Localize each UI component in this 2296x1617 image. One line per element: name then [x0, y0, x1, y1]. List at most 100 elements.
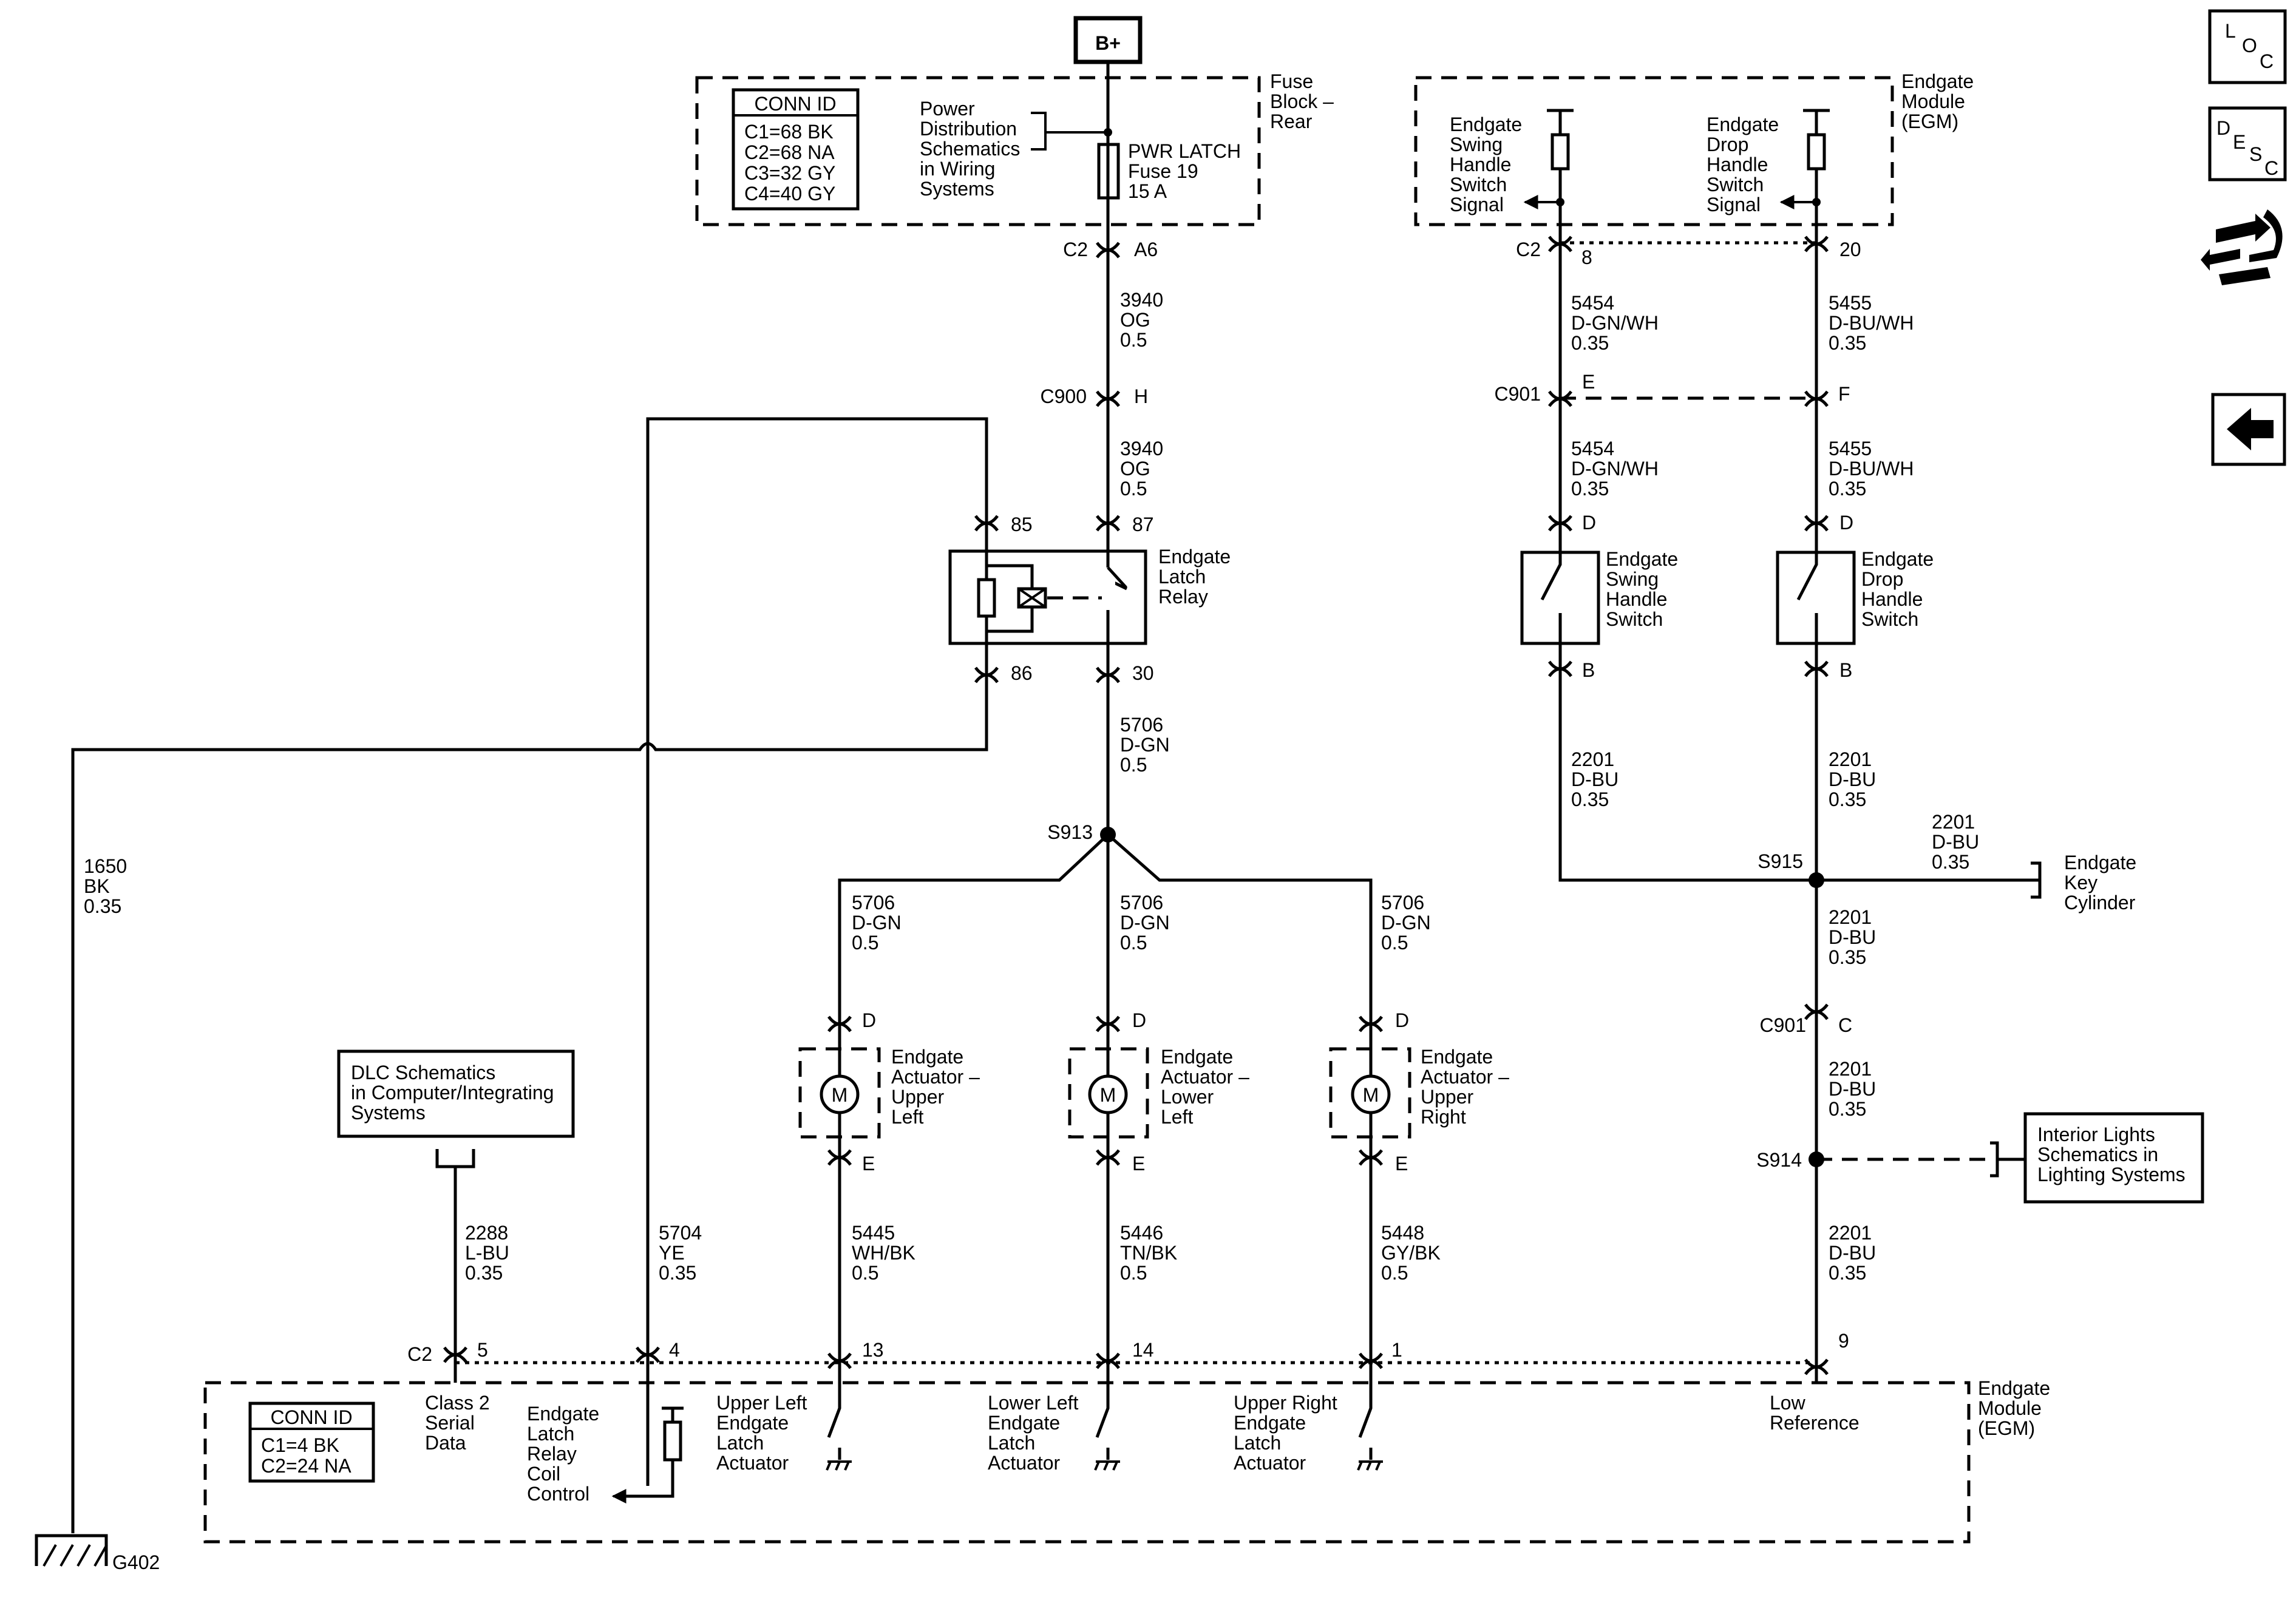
egm-conn-id-title: CONN ID	[270, 1406, 352, 1428]
svg-text:C2=68 NA: C2=68 NA	[744, 141, 835, 163]
interior-lights-reference-text: Interior Lights Schematics in Lighting S…	[2037, 1124, 2186, 1185]
svg-text:DLC Schematics: DLC Schematics	[351, 1062, 495, 1083]
actuator-upper-left: M Endgate Actuator – Upper Left D E	[798, 1009, 980, 1175]
fuse-conn-id-title: CONN ID	[754, 93, 836, 115]
wire-3940-label-a: 3940 OG 0.5	[1120, 289, 1163, 351]
svg-text:Endgate: Endgate	[1450, 114, 1522, 135]
actuator-upper-right: M Endgate Actuator – Upper Right D E	[1329, 1009, 1509, 1175]
connector-cup	[636, 1346, 660, 1363]
svg-text:Fuse 19: Fuse 19	[1128, 160, 1198, 182]
svg-text:Systems: Systems	[920, 178, 994, 200]
actuator-lower-left: M Endgate Actuator – Lower Left D E	[1068, 1009, 1249, 1175]
wire-2201-key-label: 2201 D-BU 0.35	[1932, 811, 1979, 873]
svg-text:5454: 5454	[1571, 292, 1614, 314]
desc-button[interactable]: D E S C	[2208, 106, 2287, 181]
svg-text:Block –: Block –	[1270, 90, 1334, 112]
wire-5706-mid-label: 5706 D-GN 0.5	[1120, 892, 1170, 954]
svg-text:Lighting Systems: Lighting Systems	[2037, 1164, 2186, 1185]
bottom-egm-title: Endgate Module (EGM)	[1978, 1377, 2050, 1439]
svg-text:E: E	[862, 1153, 875, 1175]
svg-text:0.5: 0.5	[1120, 1262, 1147, 1284]
connector-cup	[827, 1149, 852, 1166]
svg-text:Endgate: Endgate	[527, 1403, 599, 1425]
svg-text:GY/BK: GY/BK	[1381, 1242, 1441, 1264]
pds-reference: Power Distribution Schematics in Wiring …	[920, 98, 1020, 200]
svg-text:Lower: Lower	[1161, 1086, 1214, 1108]
fuse-block-title: Fuse Block – Rear	[1270, 70, 1334, 132]
svg-text:Cylinder: Cylinder	[2064, 892, 2136, 914]
wire-5706-right-label: 5706 D-GN 0.5	[1381, 892, 1431, 954]
wire-5455-label-a: 5455 D-BU/WH 0.35	[1829, 292, 1914, 354]
swing-signal-label: Endgate Swing Handle Switch Signal	[1450, 114, 1522, 215]
svg-text:Systems: Systems	[351, 1102, 426, 1124]
svg-text:C2=24 NA: C2=24 NA	[261, 1455, 352, 1477]
svg-text:Actuator –: Actuator –	[1421, 1066, 1509, 1088]
connector-cup	[1804, 1358, 1829, 1375]
svg-text:M: M	[832, 1084, 848, 1106]
wire-2201-a-label: 2201 D-BU 0.35	[1829, 906, 1876, 968]
wire-5445-label: 5445 WH/BK 0.5	[852, 1222, 915, 1284]
bplus-label: B+	[1095, 32, 1121, 54]
connector-cups	[443, 236, 1829, 1375]
wire-2201-swing-label: 2201 D-BU 0.35	[1571, 748, 1618, 810]
svg-text:3940: 3940	[1120, 289, 1163, 311]
connector-cup	[1096, 390, 1120, 407]
wire-2288	[435, 1149, 475, 1366]
svg-text:0.5: 0.5	[1120, 478, 1147, 500]
loc-icon-l: L	[2225, 20, 2236, 42]
wire-1650-label: 1650 BK 0.35	[84, 855, 127, 917]
svg-text:D: D	[1582, 512, 1596, 534]
svg-text:Low: Low	[1770, 1392, 1806, 1414]
connector-cup	[1096, 1352, 1120, 1369]
svg-text:0.35: 0.35	[1571, 332, 1609, 354]
svg-text:F: F	[1838, 383, 1850, 405]
svg-text:Coil: Coil	[527, 1463, 560, 1485]
connector-cup	[974, 515, 999, 532]
svg-text:Endgate: Endgate	[1606, 548, 1678, 570]
svg-text:D-GN/WH: D-GN/WH	[1571, 312, 1659, 334]
svg-text:C: C	[1838, 1014, 1852, 1036]
svg-text:B: B	[1839, 659, 1852, 681]
svg-text:0.35: 0.35	[1829, 478, 1866, 500]
wire-5454-label-b: 5454 D-GN/WH 0.35	[1571, 438, 1659, 500]
loc-icon-o: O	[2242, 35, 2257, 56]
back-arrow-button[interactable]	[2211, 393, 2286, 466]
svg-text:Fuse: Fuse	[1270, 70, 1313, 92]
svg-text:85: 85	[1011, 514, 1033, 535]
svg-text:1650: 1650	[84, 855, 127, 877]
svg-text:Endgate: Endgate	[1901, 70, 1974, 92]
svg-text:2201: 2201	[1829, 1058, 1872, 1080]
svg-text:Key: Key	[2064, 872, 2097, 893]
connector-cup	[1804, 390, 1829, 407]
svg-text:13: 13	[862, 1339, 884, 1361]
svg-text:0.35: 0.35	[1829, 332, 1866, 354]
svg-text:0.35: 0.35	[1571, 788, 1609, 810]
svg-text:Upper: Upper	[1421, 1086, 1474, 1108]
top-egm-boundary	[1414, 76, 1894, 226]
svg-text:Handle: Handle	[1861, 588, 1923, 610]
connector-cup	[443, 1346, 467, 1363]
svg-text:S: S	[2249, 143, 2262, 165]
svg-text:Endgate: Endgate	[1234, 1412, 1306, 1434]
svg-text:0.35: 0.35	[1571, 478, 1609, 500]
svg-text:0.35: 0.35	[659, 1262, 696, 1284]
svg-text:0.5: 0.5	[1120, 329, 1147, 351]
svg-text:D: D	[1132, 1009, 1146, 1031]
svg-text:H: H	[1134, 385, 1148, 407]
connector-cup	[1359, 1352, 1383, 1369]
connector-cup	[1359, 1149, 1383, 1166]
connector-repair-icon[interactable]	[2201, 209, 2283, 285]
svg-text:Handle: Handle	[1606, 588, 1667, 610]
connector-cup	[1804, 515, 1829, 532]
c900-label: C900	[1041, 385, 1087, 407]
svg-text:D-BU: D-BU	[1829, 926, 1876, 948]
svg-text:2201: 2201	[1932, 811, 1975, 833]
wire-2288-label: 2288 L-BU 0.35	[465, 1222, 509, 1284]
relay-coil-control-label: Endgate Latch Relay Coil Control	[527, 1403, 599, 1505]
svg-text:5: 5	[477, 1339, 488, 1361]
svg-text:Endgate: Endgate	[1421, 1046, 1493, 1068]
loc-button[interactable]: L O C	[2208, 9, 2287, 84]
svg-text:Distribution: Distribution	[920, 118, 1017, 140]
svg-text:0.35: 0.35	[1829, 1262, 1866, 1284]
svg-text:Endgate: Endgate	[1707, 114, 1779, 135]
